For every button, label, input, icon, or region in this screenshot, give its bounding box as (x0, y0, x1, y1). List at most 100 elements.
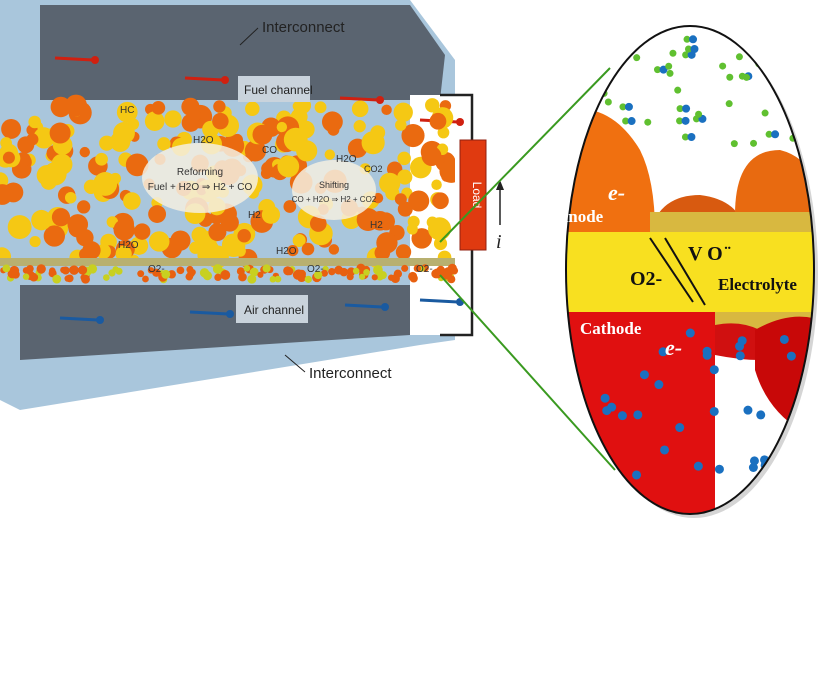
particle (401, 264, 409, 272)
fuel-channel-box (238, 76, 310, 102)
oxygen-molecule (735, 351, 745, 361)
particle (432, 192, 449, 210)
particle (1, 118, 22, 139)
water-molecule (690, 44, 699, 53)
particle (426, 216, 438, 228)
fuel-molecule (779, 72, 787, 80)
particle (2, 264, 11, 273)
particle (31, 209, 52, 231)
oxygen-molecule (787, 473, 797, 483)
particle (407, 215, 420, 228)
fuel-molecule (756, 45, 764, 53)
particle (152, 268, 161, 277)
oxygen-molecule (633, 410, 643, 420)
particle (125, 153, 149, 177)
fuel-molecule (665, 62, 673, 70)
water-molecule (689, 35, 698, 44)
particle (157, 137, 171, 151)
flow-arrowhead (381, 303, 389, 311)
particle (431, 179, 442, 190)
fuel-molecule (735, 53, 743, 61)
particle (181, 97, 200, 116)
particle (0, 137, 12, 149)
fuel-molecule (695, 110, 703, 118)
particle (28, 115, 41, 129)
bottom-interconnect (20, 285, 410, 360)
particle (352, 267, 360, 275)
particle (328, 244, 340, 255)
particle (99, 135, 115, 151)
particle (0, 184, 13, 205)
particle (2, 151, 15, 164)
particle (148, 205, 167, 223)
ion-arrow (649, 237, 694, 303)
interconnect-top-label: Interconnect (262, 19, 345, 36)
particle (26, 133, 39, 146)
particle (199, 239, 219, 259)
fuel-molecule (725, 100, 733, 108)
particle (26, 264, 34, 273)
particle (238, 272, 247, 282)
oxygen-molecule (693, 461, 703, 471)
cathode-grain (715, 323, 760, 360)
fuel-molecule (761, 109, 769, 117)
reforming-bubble (142, 143, 258, 213)
particle (208, 223, 227, 242)
particle (7, 215, 32, 239)
particle (437, 126, 450, 139)
oxygen-molecule (632, 470, 642, 480)
particle (151, 101, 166, 115)
particle (441, 171, 452, 182)
particle (116, 101, 138, 123)
particle (36, 264, 46, 274)
fuel-molecule (674, 86, 682, 94)
electron-label: e- (665, 335, 682, 360)
particle (113, 122, 135, 144)
anode-label: Anode (556, 207, 604, 226)
h2o-label: H2O (193, 135, 214, 146)
particle (260, 167, 273, 179)
current-label: i (496, 231, 502, 253)
fuel-molecule (765, 130, 773, 138)
shifting-title: Shifting (319, 180, 349, 190)
particle (214, 273, 222, 282)
top-interconnect (40, 5, 445, 100)
particle (397, 169, 413, 185)
fuel-molecule (669, 49, 677, 57)
particle (395, 119, 407, 131)
electrolyte-layer (0, 258, 455, 266)
particle (409, 274, 418, 283)
particle (371, 274, 378, 281)
flow-arrow (339, 96, 379, 102)
oxygen-molecule (675, 423, 685, 433)
fuel-molecule (625, 35, 633, 43)
particle (212, 112, 229, 130)
fuel-molecule (681, 133, 689, 141)
fuel-molecule (683, 35, 691, 43)
air-channel-box (236, 295, 308, 323)
fuel-molecule (730, 140, 738, 148)
oxygen-molecule (639, 370, 649, 380)
oxygen-molecule (602, 406, 612, 416)
particle (249, 267, 259, 277)
reforming-title: Reforming (177, 167, 223, 178)
particle (391, 274, 400, 284)
particle (408, 190, 430, 212)
magnifier-outline (565, 25, 815, 515)
particle (372, 192, 384, 204)
oxygen-molecule (748, 462, 758, 472)
particle (189, 241, 202, 254)
particle (339, 267, 349, 277)
particle (80, 274, 87, 281)
particle (292, 233, 306, 247)
fuel-molecule (627, 38, 635, 46)
particle (450, 266, 459, 275)
cathode-label: Cathode (580, 319, 642, 338)
air-channel-label: Air channel (244, 303, 304, 317)
fuel-molecule (619, 103, 627, 111)
flow-arrowhead (456, 118, 464, 126)
current-arrowhead (496, 180, 504, 190)
particle (313, 270, 323, 280)
flow-arrowhead (91, 56, 99, 64)
particle (356, 208, 380, 232)
